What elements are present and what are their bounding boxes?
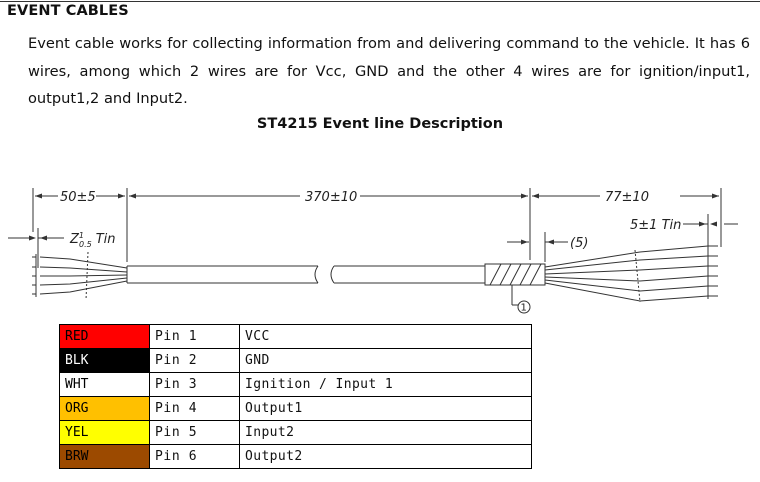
wire-color-cell: YEL: [59, 420, 150, 445]
dim-right-tin: 5±1 Tin: [630, 218, 681, 233]
dim-sleeve: (5): [570, 236, 588, 251]
dim-middle-length: 370±10: [305, 190, 357, 205]
pin-number-cell: Pin 2: [149, 348, 240, 373]
pin-function-cell: Input2: [239, 420, 532, 445]
figure-title: ST4215 Event line Description: [256, 116, 504, 132]
pin-number-cell: Pin 4: [149, 396, 240, 421]
pin-number-cell: Pin 6: [149, 444, 240, 469]
pin-function-cell: Output2: [239, 444, 532, 469]
dim-right-length: 77±10: [605, 190, 649, 205]
wire-color-cell: WHT: [59, 372, 150, 397]
pin-function-cell: GND: [239, 348, 532, 373]
section-heading: EVENT CABLES: [7, 3, 129, 19]
section-paragraph: Event cable works for collecting informa…: [28, 35, 750, 107]
pin-function-cell: Ignition / Input 1: [239, 372, 532, 397]
top-rule: [0, 1, 760, 2]
pin-number-cell: Pin 3: [149, 372, 240, 397]
callout-number: 1: [521, 303, 527, 314]
dim-left-length: 50±5: [60, 190, 96, 205]
pin-function-cell: Output1: [239, 396, 532, 421]
wire-color-cell: BLK: [59, 348, 150, 373]
pin-number-cell: Pin 1: [149, 324, 240, 349]
wire-color-cell: ORG: [59, 396, 150, 421]
wire-color-cell: RED: [59, 324, 150, 349]
wire-color-cell: BRW: [59, 444, 150, 469]
pin-function-cell: VCC: [239, 324, 532, 349]
pin-number-cell: Pin 5: [149, 420, 240, 445]
